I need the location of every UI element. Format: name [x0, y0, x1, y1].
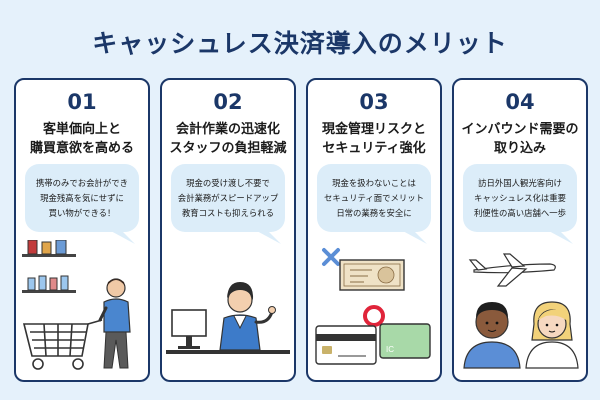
bubble-line: セキュリティ面でメリット: [324, 193, 424, 203]
card-heading-line: 会計作業の迅速化: [175, 122, 280, 137]
bubble-line: 会計業務がスピードアップ: [177, 193, 279, 203]
register-monitor-icon: [171, 309, 207, 349]
bubble-tail: [547, 230, 573, 244]
bubble-text: 現金の受け渡し不要で 会計業務がスピードアップ 教育コストも抑えられる: [171, 176, 285, 221]
bubble-tail: [255, 230, 281, 244]
card-heading-line: 客単価向上と: [42, 122, 121, 137]
bubble-line: 日常の業務を安全に: [336, 208, 412, 218]
bubble-line: 買い物ができる！: [48, 208, 116, 218]
merit-card-01: 01 客単価向上と 購買意欲を高める 携帯のみでお会計ができ 現金残高を気にせず…: [14, 78, 150, 382]
shopping-cart-icon: [22, 319, 103, 370]
bubble-line: 現金残高を気にせずに: [40, 193, 124, 203]
staff-illustration: [166, 282, 290, 354]
circle-mark-icon: [363, 305, 385, 327]
banknote-icon: [339, 259, 405, 291]
payment-illustration: IC: [315, 248, 431, 365]
counter-top: [166, 350, 290, 354]
ic-card-icon: IC: [379, 323, 431, 359]
bubble-line: 現金を扱わないことは: [332, 178, 416, 188]
card-heading: 現金管理リスクと セキュリティ強化: [310, 120, 438, 158]
card-heading: 会計作業の迅速化 スタッフの負担軽減: [164, 120, 292, 158]
card-number: 03: [359, 90, 389, 114]
speech-bubble: 現金を扱わないことは セキュリティ面でメリット 日常の業務を安全に: [317, 164, 431, 244]
credit-card-icon: [315, 325, 377, 365]
card-number: 02: [213, 90, 243, 114]
tourist-man-icon: [463, 302, 521, 369]
tourist-illustration: [463, 253, 579, 369]
card-heading-line: セキュリティ強化: [322, 141, 426, 156]
bubble-text: 携帯のみでお会計ができ 現金残高を気にせずに 買い物ができる！: [25, 176, 139, 221]
card-heading-line: インバウンド需要の: [461, 122, 579, 137]
airplane-icon: [468, 253, 556, 287]
bubble-text: 訪日外国人観光客向け キャッシュレス化は重要 利便性の高い店舗へ一歩: [463, 176, 577, 221]
merit-card-02: 02 会計作業の迅速化 スタッフの負担軽減 現金の受け渡し不要で 会計業務がスピ…: [160, 78, 296, 382]
bubble-line: キャッシュレス化は重要: [474, 193, 566, 203]
shop-shelf-icon: [22, 240, 76, 293]
card-heading-line: 購買意欲を高める: [29, 141, 134, 156]
shopper-person-icon: [98, 278, 131, 369]
cross-mark-icon: [322, 248, 340, 266]
shopping-illustration: [22, 240, 131, 370]
merit-card-04: 04 インバウンド需要の 取り込み 訪日外国人観光客向け キャッシュレス化は重要…: [452, 78, 588, 382]
ic-card-label: IC: [386, 345, 394, 354]
staff-person-icon: [219, 282, 276, 351]
card-number: 04: [505, 90, 535, 114]
card-heading-line: 現金管理リスクと: [321, 122, 426, 137]
card-heading: 客単価向上と 購買意欲を高める: [18, 120, 146, 158]
speech-bubble: 現金の受け渡し不要で 会計業務がスピードアップ 教育コストも抑えられる: [171, 164, 285, 244]
bubble-text: 現金を扱わないことは セキュリティ面でメリット 日常の業務を安全に: [317, 176, 431, 221]
bubble-line: 訪日外国人観光客向け: [478, 178, 562, 188]
card-heading-line: スタッフの負担軽減: [169, 141, 287, 156]
speech-bubble: 携帯のみでお会計ができ 現金残高を気にせずに 買い物ができる！: [25, 164, 139, 244]
bubble-line: 利便性の高い店舗へ一歩: [473, 208, 567, 218]
merit-card-03: 03 現金管理リスクと セキュリティ強化 現金を扱わないことは セキュリティ面で…: [306, 78, 442, 382]
bubble-line: 現金の受け渡し不要で: [186, 178, 270, 188]
bubble-tail: [401, 230, 427, 244]
card-heading-line: 取り込み: [493, 141, 546, 156]
card-number: 01: [67, 90, 97, 114]
speech-bubble: 訪日外国人観光客向け キャッシュレス化は重要 利便性の高い店舗へ一歩: [463, 164, 577, 244]
page-title: キャッシュレス決済導入のメリット: [92, 29, 508, 58]
tourist-woman-icon: [525, 301, 579, 369]
bubble-tail: [109, 230, 135, 244]
bubble-line: 教育コストも抑えられる: [181, 208, 275, 218]
card-heading: インバウンド需要の 取り込み: [456, 120, 584, 158]
bubble-line: 携帯のみでお会計ができ: [35, 178, 129, 188]
